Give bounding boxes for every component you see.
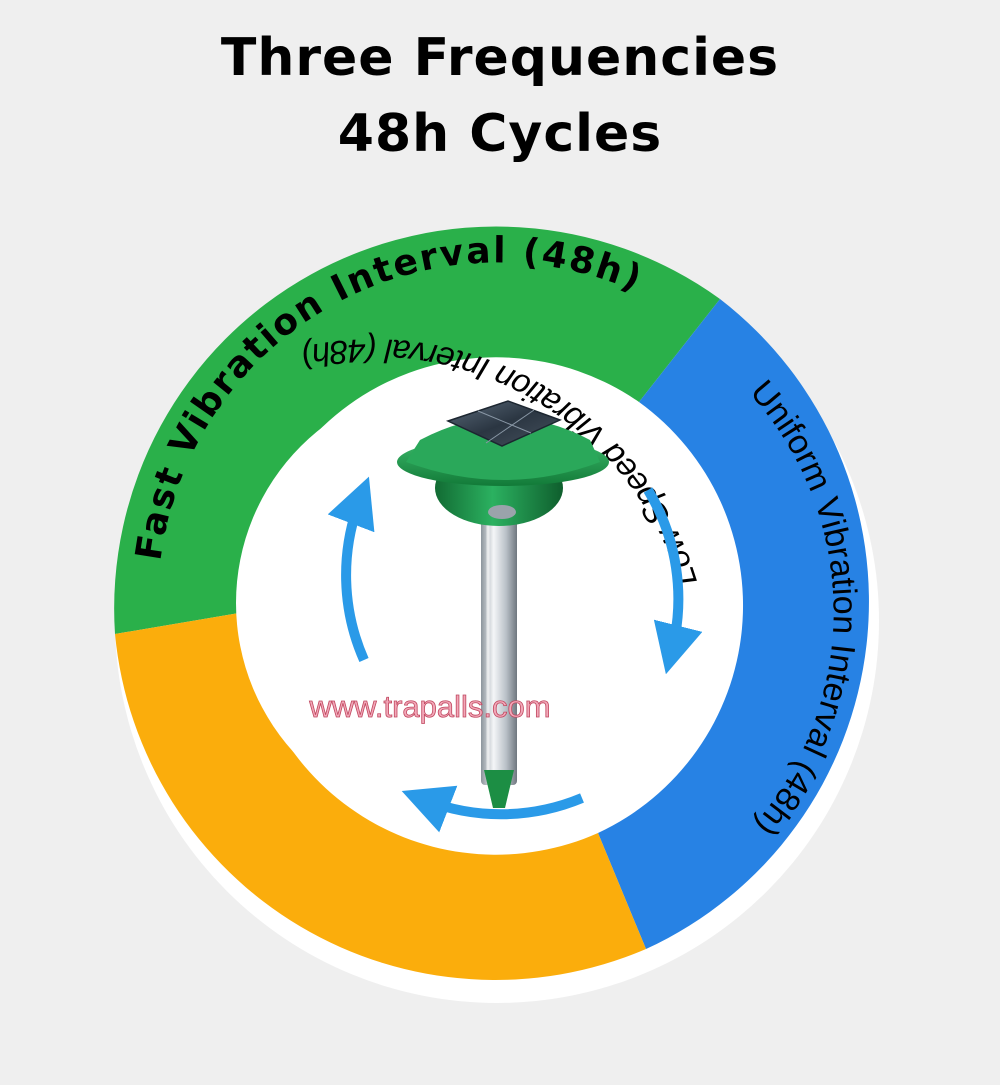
segment-fast: [114, 226, 721, 634]
segment-low-speed: [115, 612, 646, 980]
heading-line-2: 48h Cycles: [337, 104, 663, 164]
watermark: www.trapalls.com: [308, 689, 550, 724]
solar-repeller-image: [397, 400, 609, 808]
solar-panel-icon: [445, 400, 562, 447]
circular-arrow-icon: [327, 476, 703, 833]
heading-line-1: Three Frequencies: [220, 28, 780, 88]
segment-uniform: [598, 299, 869, 949]
